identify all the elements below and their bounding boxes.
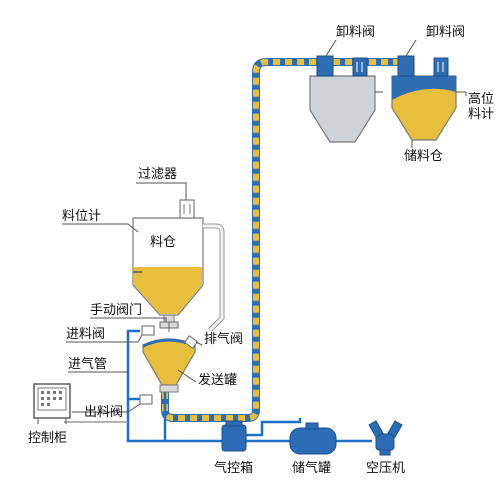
conveying-pipe — [161, 58, 412, 422]
air-compressor — [368, 420, 403, 456]
inlet-valve-label: 进料阀 — [66, 327, 106, 342]
air-tank — [289, 422, 337, 455]
filter-label: 过滤器 — [138, 167, 178, 182]
air-lines — [126, 329, 372, 443]
leader-lines — [62, 39, 467, 413]
manual-valve — [159, 321, 179, 332]
discharge-valve-2-label: 卸料阀 — [426, 25, 466, 40]
air-control-box-label: 气控箱 — [214, 461, 254, 476]
air-inlet-pipe-label: 进气管 — [68, 357, 108, 372]
air-control-box — [221, 420, 247, 452]
storage-silo — [391, 55, 466, 141]
air-tank-label: 储气罐 — [292, 461, 332, 476]
high-level-meter-label: 高位料计 — [468, 92, 495, 122]
compressor-label: 空压机 — [366, 461, 406, 476]
storage-silo-label: 储料仓 — [404, 149, 444, 164]
inlet-valve — [141, 325, 155, 336]
discharge-valve-1-label: 卸料阀 — [336, 25, 376, 40]
manual-valve-label: 手动阀门 — [90, 303, 143, 318]
exhaust-return-pipe — [203, 223, 225, 332]
exhaust-valve — [183, 335, 199, 349]
control-cabinet-label: 控制柜 — [28, 431, 68, 446]
exhaust-valve-label: 排气阀 — [204, 332, 244, 347]
outlet-valve-label: 出料阀 — [84, 405, 124, 420]
conveying-tank-label: 发送罐 — [198, 373, 238, 388]
control-cabinet — [33, 383, 71, 424]
level-meter-label: 料位计 — [62, 209, 102, 224]
silo-label: 料仓 — [150, 235, 177, 250]
receiving-silo-gray — [309, 55, 383, 143]
conveying-tank — [142, 338, 196, 393]
filter — [179, 199, 195, 219]
outlet-valve — [139, 394, 153, 405]
silo — [132, 217, 204, 323]
